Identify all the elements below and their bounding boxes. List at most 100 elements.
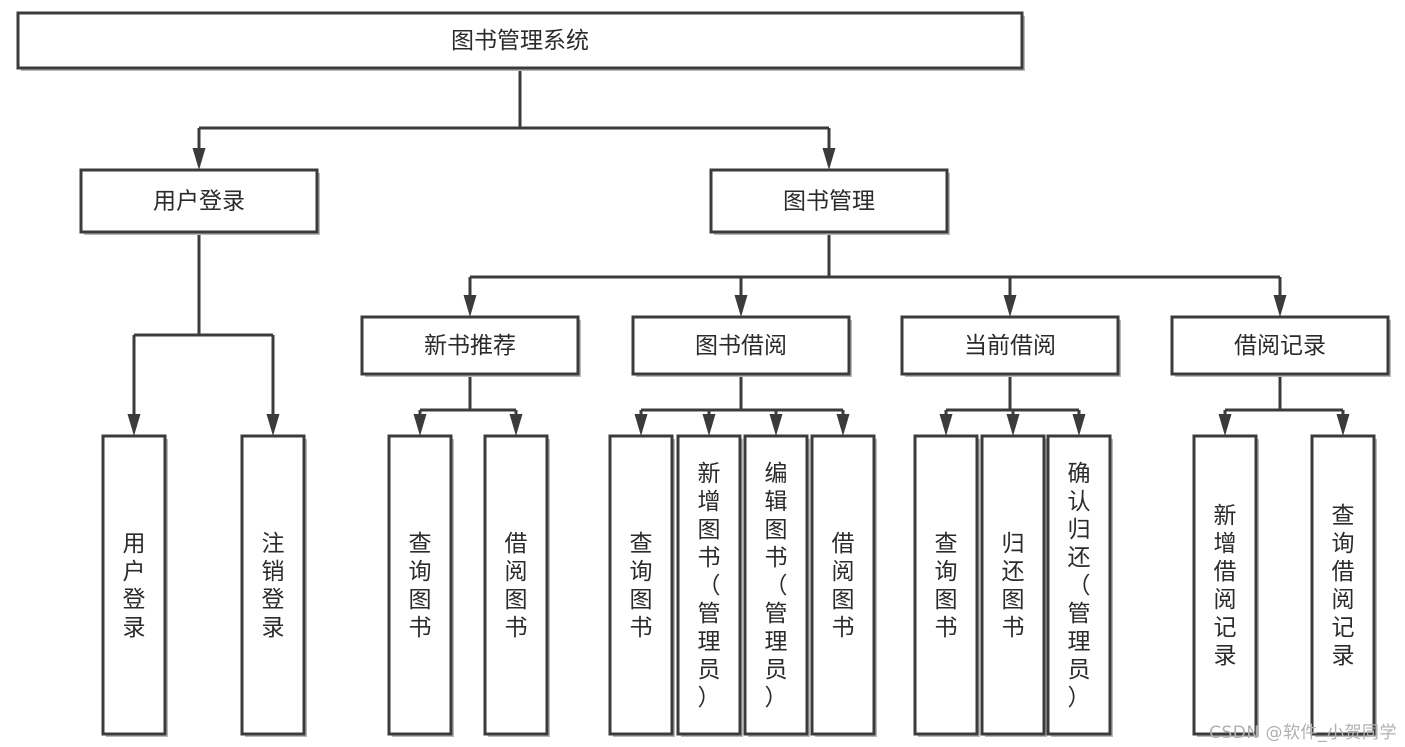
connector-root-to-book_manage	[822, 128, 836, 170]
connector-book_borrow-to-leaf_borrow_book_2	[836, 410, 850, 436]
arrow-head-icon	[836, 414, 850, 436]
arrow-head-icon	[1336, 414, 1350, 436]
connector-book_manage-to-current_borrow	[1003, 277, 1017, 317]
connector-borrow_record-to-leaf_add_record	[1218, 410, 1232, 436]
arrow-head-icon	[1072, 414, 1086, 436]
arrow-head-icon	[769, 414, 783, 436]
node-leaf-user-login[interactable]: 用户登录	[101, 434, 168, 737]
node-label: 图书管理	[783, 189, 875, 215]
node-layer: 图书管理系统用户登录图书管理新书推荐图书借阅当前借阅借阅记录用户登录注销登录查询…	[16, 11, 1391, 737]
node-rect[interactable]	[360, 315, 580, 376]
node-label: 图书管理系统	[451, 28, 589, 54]
node-leaf-borrow-book-2[interactable]: 借阅图书	[810, 434, 877, 737]
node-label: 图书借阅	[695, 333, 787, 359]
node-label: 当前借阅	[964, 333, 1056, 359]
node-rect[interactable]	[810, 434, 876, 736]
node-leaf-query-book-3[interactable]: 查询图书	[913, 434, 980, 737]
node-label: 新增借阅记录	[1214, 503, 1237, 669]
node-label: 查询图书	[409, 531, 432, 641]
node-rect[interactable]	[240, 434, 306, 736]
node-label: 编辑图书（管理员）	[765, 461, 788, 711]
node-rect[interactable]	[913, 434, 979, 736]
arrow-head-icon	[413, 414, 427, 436]
node-label: 借阅图书	[505, 531, 528, 641]
node-label: 用户登录	[153, 189, 245, 215]
arrow-head-icon	[266, 414, 280, 436]
node-leaf-user-logout[interactable]: 注销登录	[240, 434, 307, 737]
connector-borrow_record-to-leaf_query_record	[1336, 410, 1350, 436]
arrow-head-icon	[1273, 295, 1287, 317]
arrow-head-icon	[634, 414, 648, 436]
node-leaf-confirm-return[interactable]: 确认归还（管理员）	[1046, 434, 1113, 737]
node-label: 查询借阅记录	[1332, 503, 1355, 669]
connector-book_borrow-to-leaf_edit_book	[769, 410, 783, 436]
node-leaf-add-book[interactable]: 新增图书（管理员）	[676, 434, 743, 737]
node-rect[interactable]	[483, 434, 549, 736]
connector-new_book_rec-to-leaf_query_book_1	[413, 410, 427, 436]
node-leaf-query-record[interactable]: 查询借阅记录	[1310, 434, 1377, 737]
node-leaf-edit-book[interactable]: 编辑图书（管理员）	[743, 434, 810, 737]
connector-user_login-to-leaf_user_login	[127, 335, 141, 436]
connector-book_manage-to-book_borrow	[734, 277, 748, 317]
connector-layer	[127, 68, 1350, 436]
node-current-borrow[interactable]: 当前借阅	[900, 315, 1121, 377]
node-leaf-query-book-1[interactable]: 查询图书	[387, 434, 454, 737]
node-rect[interactable]	[1046, 434, 1112, 736]
arrow-head-icon	[1006, 414, 1020, 436]
node-rect[interactable]	[1310, 434, 1376, 736]
connector-book_borrow-to-leaf_query_book_2	[634, 410, 648, 436]
node-label: 新增图书（管理员）	[698, 461, 721, 711]
node-rect[interactable]	[608, 434, 674, 736]
node-label: 查询图书	[630, 531, 653, 641]
node-rect[interactable]	[1192, 434, 1258, 736]
connector-current_borrow-to-leaf_confirm_return	[1072, 410, 1086, 436]
connector-user_login-to-leaf_user_logout	[266, 335, 280, 436]
connector-current_borrow-to-leaf_return_book	[1006, 410, 1020, 436]
connector-current_borrow-to-leaf_query_book_3	[939, 410, 953, 436]
connector-root-to-user_login	[192, 128, 206, 170]
node-borrow-record[interactable]: 借阅记录	[1170, 315, 1391, 377]
node-root[interactable]: 图书管理系统	[16, 11, 1025, 71]
arrow-head-icon	[509, 414, 523, 436]
node-label: 归还图书	[1002, 531, 1025, 641]
node-leaf-add-record[interactable]: 新增借阅记录	[1192, 434, 1259, 737]
node-label: 借阅记录	[1234, 333, 1326, 359]
node-rect[interactable]	[1170, 315, 1390, 376]
node-rect[interactable]	[980, 434, 1046, 736]
node-label: 注销登录	[262, 531, 285, 641]
node-rect[interactable]	[900, 315, 1120, 376]
node-book-manage[interactable]: 图书管理	[709, 168, 950, 235]
node-leaf-return-book[interactable]: 归还图书	[980, 434, 1047, 737]
node-rect[interactable]	[631, 315, 851, 376]
arrow-head-icon	[939, 414, 953, 436]
arrow-head-icon	[192, 148, 206, 170]
node-rect[interactable]	[676, 434, 742, 736]
node-rect[interactable]	[79, 168, 319, 234]
node-label: 查询图书	[935, 531, 958, 641]
arrow-head-icon	[127, 414, 141, 436]
node-rect[interactable]	[709, 168, 949, 234]
node-rect[interactable]	[387, 434, 453, 736]
connector-new_book_rec-to-leaf_borrow_book_1	[509, 410, 523, 436]
node-label: 确认归还（管理员）	[1068, 461, 1091, 711]
node-leaf-borrow-book-1[interactable]: 借阅图书	[483, 434, 550, 737]
csdn-watermark: CSDN @软件_小贺同学	[1209, 723, 1397, 743]
node-rect[interactable]	[101, 434, 167, 736]
arrow-head-icon	[702, 414, 716, 436]
node-label: 借阅图书	[832, 531, 855, 641]
node-rect[interactable]	[16, 11, 1024, 70]
connector-book_manage-to-new_book_rec	[463, 277, 477, 317]
node-user-login[interactable]: 用户登录	[79, 168, 320, 235]
node-rect[interactable]	[743, 434, 809, 736]
connector-book_manage-to-borrow_record	[1273, 277, 1287, 317]
arrow-head-icon	[734, 295, 748, 317]
node-new-book-rec[interactable]: 新书推荐	[360, 315, 581, 377]
node-book-borrow[interactable]: 图书借阅	[631, 315, 852, 377]
arrow-head-icon	[822, 148, 836, 170]
node-leaf-query-book-2[interactable]: 查询图书	[608, 434, 675, 737]
arrow-head-icon	[1218, 414, 1232, 436]
arrow-head-icon	[1003, 295, 1017, 317]
node-label: 用户登录	[123, 531, 146, 641]
